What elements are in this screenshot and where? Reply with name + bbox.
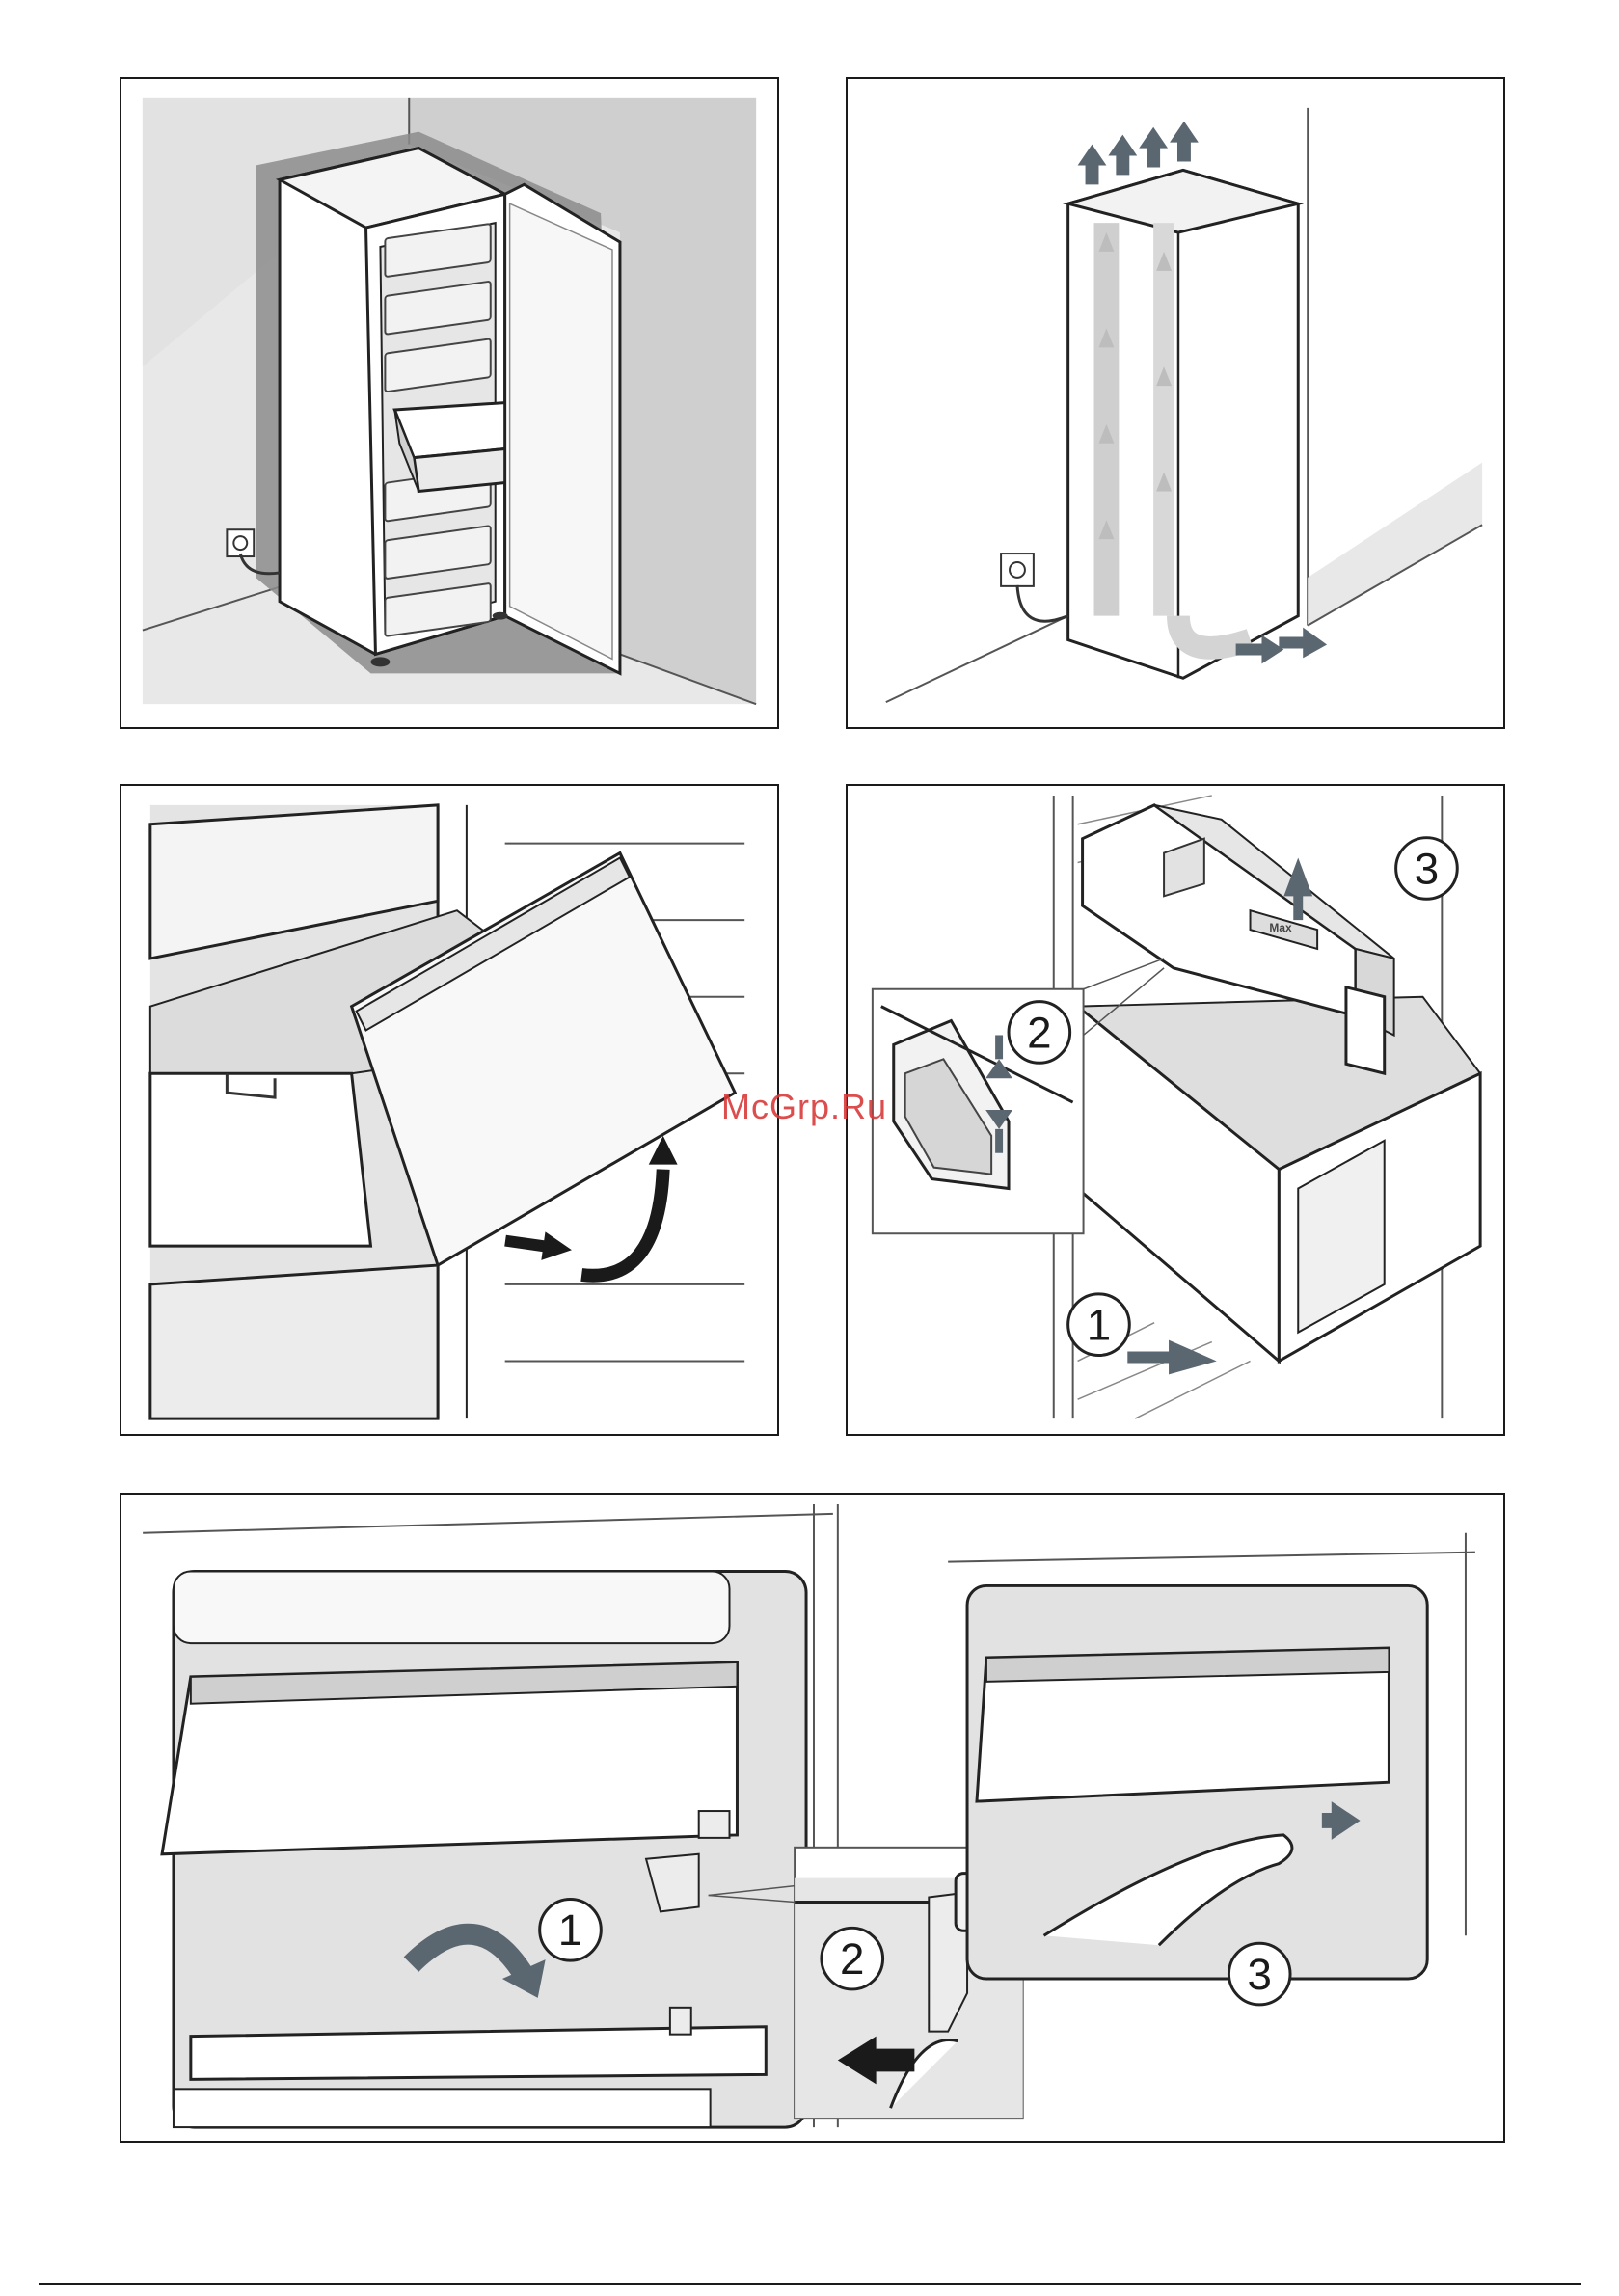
step-1-number: 1 [1087, 1301, 1111, 1350]
freezer-airflow-ventilation-illustration [848, 79, 1503, 727]
panel-flap-removal: 1 2 3 [120, 1493, 1505, 2143]
freezer-open-door-drawer-illustration [121, 79, 777, 727]
step-2-number: 2 [1027, 1008, 1051, 1057]
drawer-removal-illustration [121, 786, 777, 1434]
panel-airflow [846, 77, 1505, 729]
watermark-text: McGrp.Ru [721, 1087, 887, 1127]
panel-drawer-removal [120, 784, 779, 1436]
step-3-number: 3 [1248, 1950, 1272, 1999]
panel-container-removal: Max 2 3 1 [846, 784, 1505, 1436]
panel-freezer-open [120, 77, 779, 729]
max-label: Max [1269, 921, 1292, 934]
step-3-number: 3 [1415, 844, 1439, 893]
step-1-number: 1 [558, 1905, 582, 1955]
container-removal-illustration: Max 2 3 1 [848, 786, 1503, 1434]
flap-removal-illustration: 1 2 3 [121, 1495, 1503, 2141]
step-2-number: 2 [840, 1934, 864, 1984]
footer-rule [39, 2283, 1581, 2285]
